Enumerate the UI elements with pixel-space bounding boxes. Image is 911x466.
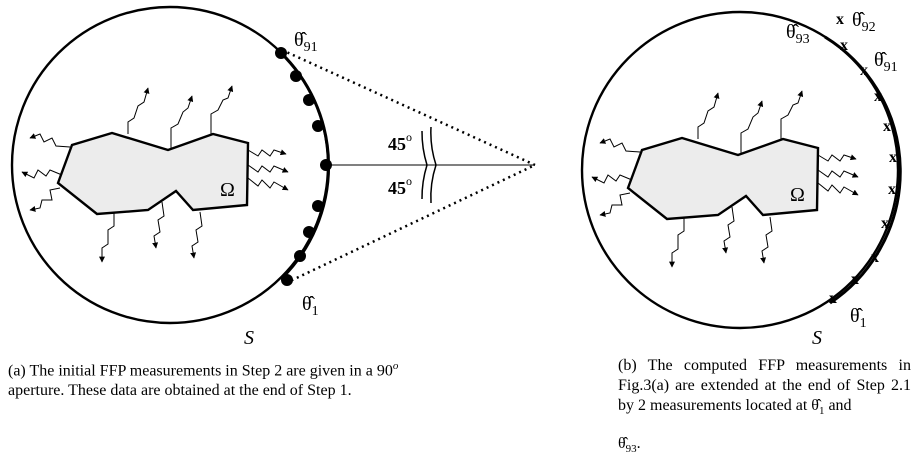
scattered-waves (591, 90, 859, 268)
caption-a-line2: aperture. These data are obtained at the… (8, 382, 352, 400)
wave-arrow (247, 149, 287, 157)
angle-arc-lower-1 (421, 164, 428, 200)
wave-arrow (247, 164, 289, 173)
caption-b: (b) The computed FFP measurements in Fig… (618, 356, 911, 421)
measurement-dot (275, 47, 287, 59)
wave-arrow (817, 182, 859, 196)
panel-b: x x x x x x x x x x x Ω S θ̂93 θ̂92 θ̂91… (580, 9, 902, 349)
measurement-circle (580, 10, 900, 330)
wave-arrow (740, 100, 764, 153)
marker-x: x (888, 181, 896, 198)
marker-x: x (883, 118, 891, 135)
boundary-label: S (244, 327, 254, 349)
measurement-dot (312, 120, 324, 132)
aperture-line-upper (281, 48, 536, 167)
caption-b-sub2: 93 (625, 443, 637, 456)
boundary-label: S (812, 327, 822, 349)
scatterer-region (626, 136, 820, 221)
wave-arrow (29, 187, 61, 212)
measurement-dot (312, 200, 324, 212)
measurement-dot (294, 250, 306, 262)
figure-canvas: Ω S θ̂91 θ̂1 45o 45o x x x (10, 5, 902, 349)
measurement-arc (824, 35, 902, 305)
wave-arrow (599, 192, 631, 217)
scattered-waves (21, 85, 289, 263)
wave-arrow (29, 133, 71, 148)
wave-arrow (210, 85, 234, 134)
wave-arrow (722, 206, 735, 254)
wave-arrow (247, 177, 289, 191)
theta-1-label: θ̂1 (302, 293, 319, 319)
angle-arc-upper-1 (421, 130, 428, 166)
marker-x: x (829, 290, 837, 307)
angle-upper-label: 45o (388, 130, 412, 154)
marker-x: x (840, 37, 848, 54)
wave-arrow (760, 216, 773, 264)
theta-93-label: θ̂93 (786, 21, 810, 47)
caption-b-end: θ̂93. (618, 434, 911, 459)
theta-91-label: θ̂91 (874, 49, 898, 75)
panel-a: Ω S θ̂91 θ̂1 45o 45o (10, 5, 536, 349)
marker-x: x (851, 271, 859, 288)
wave-arrow (697, 92, 720, 139)
caption-a-degree: o (392, 360, 399, 372)
wave-arrow (127, 87, 150, 134)
theta-91-label: θ̂91 (294, 29, 318, 55)
marker-x: x (881, 215, 889, 232)
caption-b-sub1: 1 (818, 405, 825, 418)
measurement-dot (290, 70, 302, 82)
marker-x: x (836, 11, 844, 28)
caption-b-theta: θ̂ (618, 435, 626, 452)
wave-arrow (817, 169, 859, 178)
wave-arrow (780, 90, 804, 139)
measurement-dot (281, 274, 293, 286)
aperture-line-lower (285, 163, 536, 285)
marker-x: x (871, 249, 879, 266)
wave-arrow (21, 169, 63, 179)
marker-x: x (874, 88, 882, 105)
wave-arrow (599, 138, 641, 153)
computed-markers: x x x x x x x x x x x (829, 11, 897, 307)
caption-a-line1: (a) The initial FFP measurements in Step… (8, 362, 393, 380)
measurement-dot (303, 94, 315, 106)
angle-arc-lower-2 (430, 164, 437, 204)
wave-arrow (591, 174, 633, 184)
scatterer-region (56, 131, 250, 216)
theta-92-label: θ̂92 (852, 9, 876, 35)
marker-x: x (860, 62, 868, 79)
wave-arrow (669, 217, 685, 268)
caption-b-text: (b) The computed FFP measurements in Fig… (618, 357, 911, 414)
measurement-dot (320, 159, 332, 171)
marker-x: x (889, 149, 897, 166)
measurement-dots (275, 47, 332, 286)
measurement-dot (303, 226, 315, 238)
theta-1-label: θ̂1 (850, 305, 867, 331)
angle-arc-upper-2 (430, 126, 437, 166)
caption-b-and: and (824, 397, 852, 414)
angle-lower-label: 45o (388, 174, 412, 198)
caption-a: (a) The initial FFP measurements in Step… (8, 356, 548, 401)
caption-b-period: . (636, 435, 641, 452)
wave-arrow (152, 201, 165, 249)
wave-arrow (190, 211, 203, 259)
omega-label: Ω (220, 179, 235, 201)
wave-arrow (99, 212, 115, 263)
wave-arrow (817, 154, 857, 162)
omega-label: Ω (790, 184, 805, 206)
wave-arrow (170, 95, 194, 148)
